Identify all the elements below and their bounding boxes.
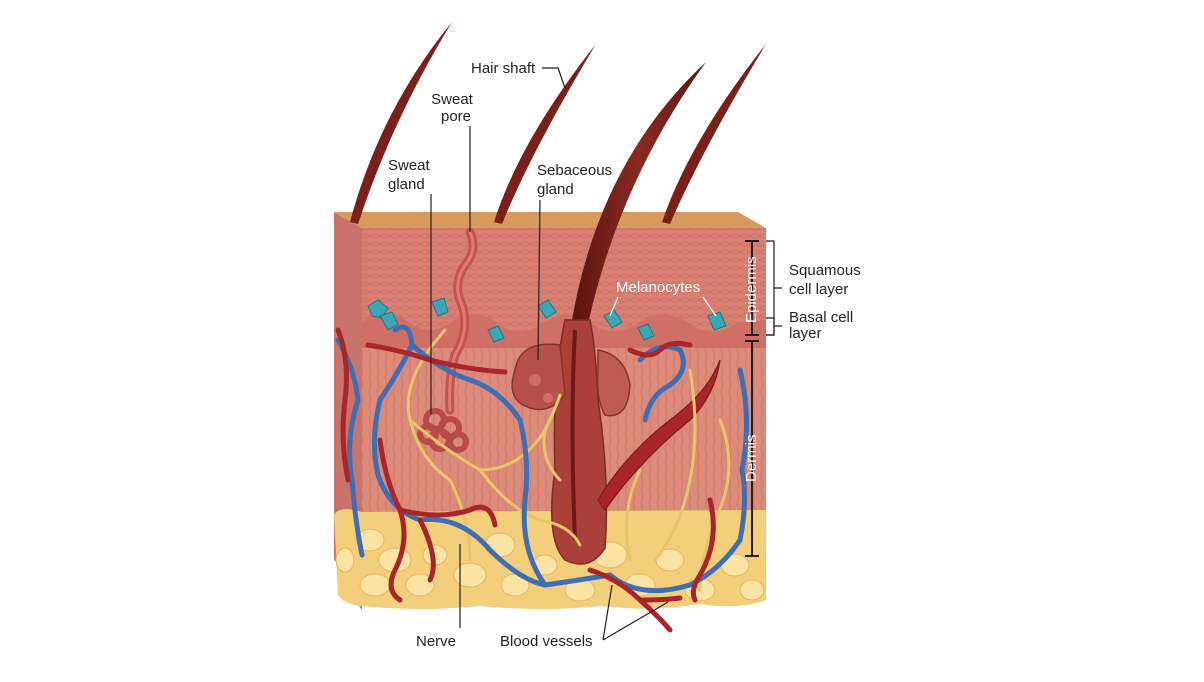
label-melanocytes: Melanocytes bbox=[616, 279, 700, 296]
label-blood-vessels: Blood vessels bbox=[500, 633, 593, 650]
label-sweat-pore-line2: pore bbox=[441, 108, 471, 125]
arrector-pili-muscle bbox=[597, 359, 721, 512]
veins bbox=[335, 324, 750, 594]
label-dermis: Dermis bbox=[743, 435, 760, 483]
hair-3 bbox=[662, 44, 766, 224]
label-squamous-line1: Squamous bbox=[789, 262, 861, 279]
skin-block bbox=[334, 212, 766, 610]
layer-brackets bbox=[745, 240, 782, 557]
hair-shafts bbox=[350, 22, 766, 324]
label-basal-line2: layer bbox=[789, 325, 822, 342]
melanocytes bbox=[367, 297, 727, 343]
label-squamous-line2: cell layer bbox=[789, 281, 848, 298]
label-sweat-gland-line2: gland bbox=[388, 176, 425, 193]
hair-main bbox=[572, 62, 706, 324]
label-nerve: Nerve bbox=[416, 633, 456, 650]
label-basal-line1: Basal cell bbox=[789, 309, 853, 326]
skin-surface bbox=[334, 212, 766, 228]
sebaceous-gland bbox=[511, 343, 631, 417]
label-epidermis: Epidermis bbox=[743, 256, 760, 323]
label-sweat-pore-line1: Sweat bbox=[431, 91, 474, 108]
hair-2 bbox=[494, 44, 596, 224]
leader-lines bbox=[430, 67, 717, 641]
label-sebaceous-gland-line1: Sebaceous bbox=[537, 162, 612, 179]
label-sebaceous-gland-line2: gland bbox=[537, 181, 574, 198]
labels: Hair shaft Sweat pore Sweat gland Sebace… bbox=[388, 60, 861, 650]
label-sweat-gland-line1: Sweat bbox=[388, 157, 431, 174]
label-hair-shaft: Hair shaft bbox=[471, 60, 536, 77]
arteries bbox=[335, 327, 716, 633]
hair-follicle bbox=[550, 319, 608, 565]
hair-1 bbox=[350, 22, 452, 224]
